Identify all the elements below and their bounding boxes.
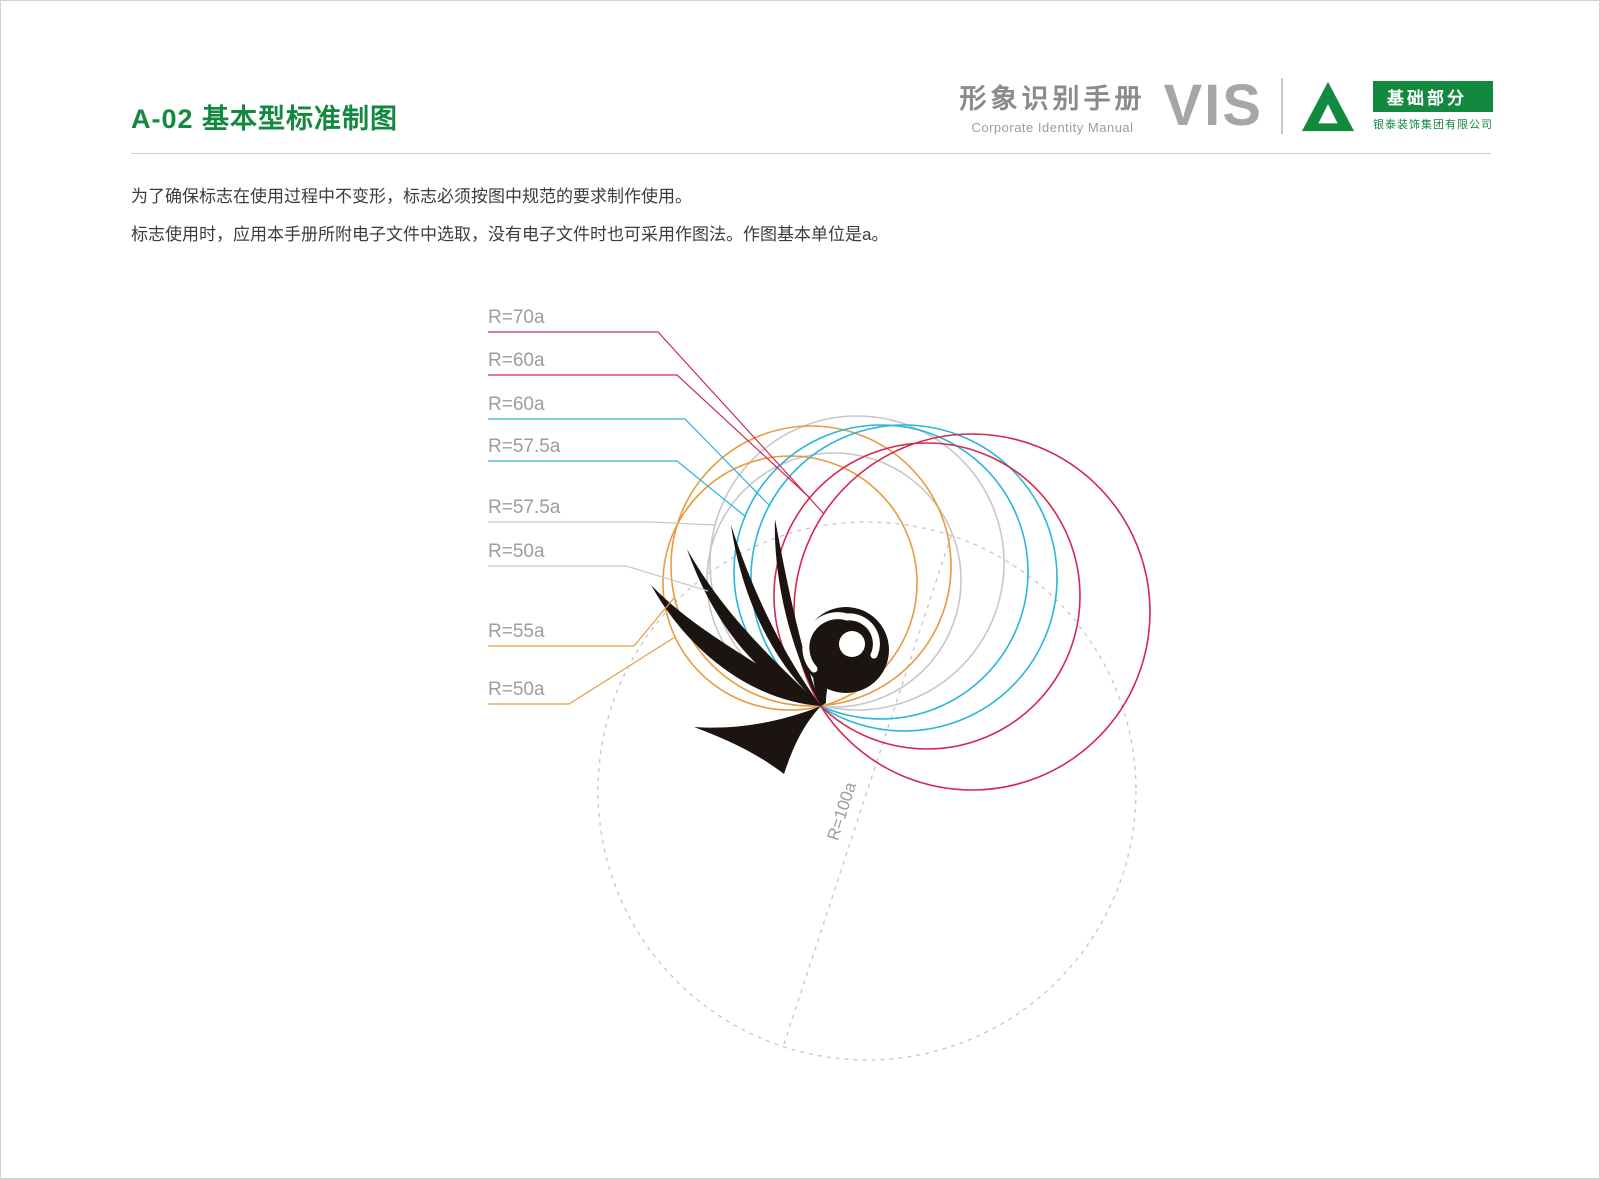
manual-titles: 形象识别手册 Corporate Identity Manual (960, 77, 1146, 135)
radius-leader (488, 331, 825, 515)
intro-text: 为了确保标志在使用过程中不变形，标志必须按图中规范的要求制作使用。 标志使用时，… (131, 185, 888, 261)
radius-label: R=50a (488, 679, 545, 700)
manual-title-en: Corporate Identity Manual (971, 120, 1134, 135)
logo-swirl-eye (839, 631, 865, 657)
header-divider (1281, 78, 1283, 134)
logo-tail (694, 706, 821, 774)
base-radius-label: R=100a (823, 779, 860, 842)
vis-wordmark: VIS (1163, 73, 1263, 138)
radius-leader (488, 636, 676, 705)
page-title: A-02 基本型标准制图 (131, 104, 399, 134)
radius-circle (733, 424, 1029, 720)
section-block: 基础部分 银泰装饰集团有限公司 (1373, 80, 1493, 132)
radius-label: R=70a (488, 307, 545, 328)
radius-circle (773, 442, 1081, 750)
company-name: 银泰装饰集团有限公司 (1373, 118, 1493, 131)
radius-circle (750, 424, 1058, 732)
radius-label: R=57.5a (488, 436, 561, 457)
radius-circles-group (662, 415, 1151, 791)
brand-a-mark-svg (1301, 81, 1355, 132)
intro-line-1: 为了确保标志在使用过程中不变形，标志必须按图中规范的要求制作使用。 (131, 187, 692, 206)
radius-circle (670, 425, 952, 707)
brand-a-mark-icon (1301, 78, 1355, 134)
radius-label: R=60a (488, 394, 545, 415)
radius-leader (488, 418, 771, 507)
header-rule (131, 153, 1491, 154)
brand-a-shape (1301, 81, 1355, 132)
logo-swirl-groove (802, 612, 880, 673)
radius-circle (706, 452, 962, 708)
radius-leader (488, 597, 675, 647)
radius-leader (488, 460, 747, 518)
radius-label: R=50a (488, 541, 545, 562)
radius-label: R=60a (488, 350, 545, 371)
logo-mark (651, 519, 889, 774)
intro-line-2: 标志使用时，应用本手册所附电子文件中选取，没有电子文件时也可采用作图法。作图基本… (131, 225, 889, 244)
radius-label: R=55a (488, 621, 545, 642)
radius-leader (488, 565, 709, 592)
radius-circle (709, 415, 1005, 711)
radius-leader (488, 521, 716, 526)
header-brand-block: 形象识别手册 Corporate Identity Manual VIS 基础部… (960, 73, 1493, 138)
radius-labels-group: R=70aR=60aR=60aR=57.5aR=57.5aR=50aR=55aR… (488, 307, 825, 705)
radius-leader (488, 374, 811, 499)
radius-circle (793, 433, 1151, 791)
radius-label: R=57.5a (488, 497, 561, 518)
manual-title-cn: 形象识别手册 (959, 84, 1146, 114)
base-circle (597, 521, 1137, 1061)
section-label: 基础部分 (1373, 80, 1493, 112)
